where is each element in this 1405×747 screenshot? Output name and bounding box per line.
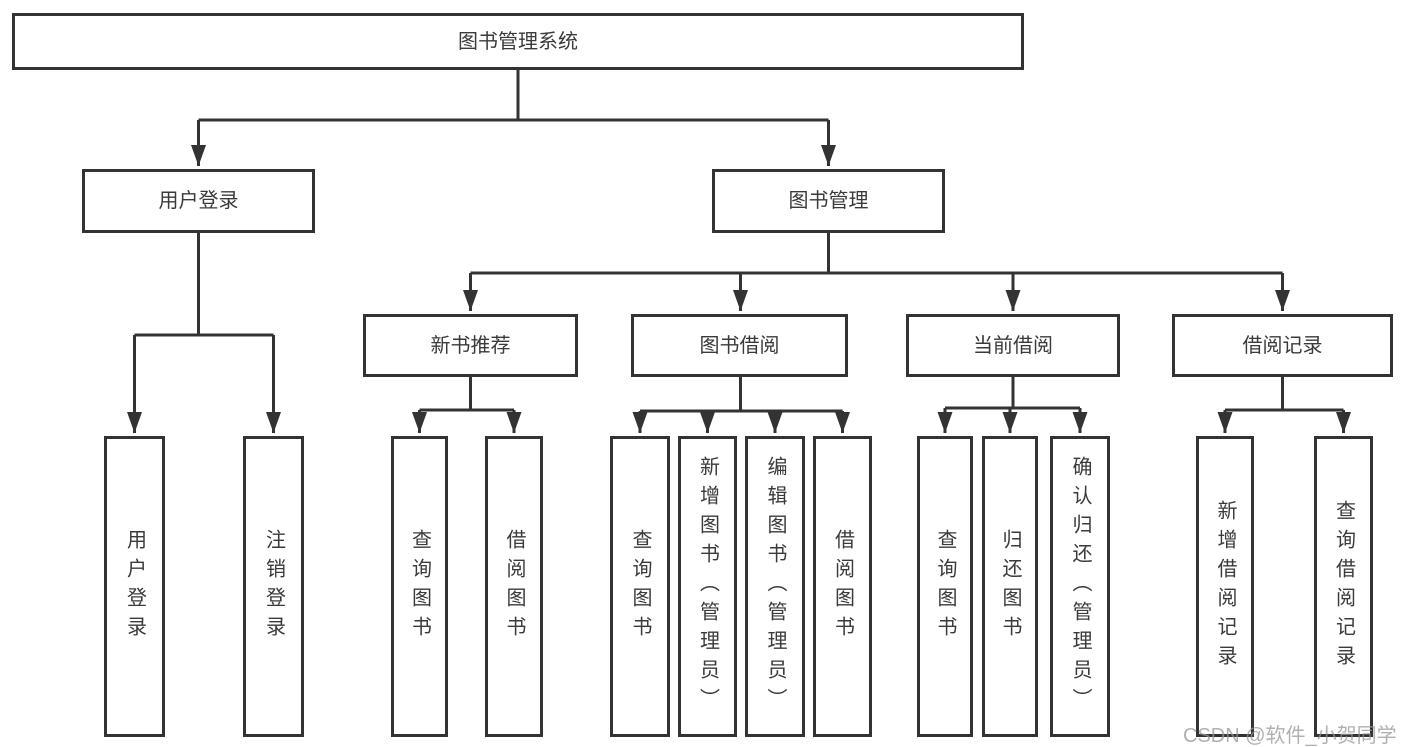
- leaf-label: 确认归还（管理员）: [1069, 456, 1091, 717]
- leaf-return-books: 归还图书: [982, 436, 1038, 737]
- leaf-edit-books-admin: 编辑图书（管理员）: [745, 436, 805, 737]
- node-new-book-recommend: 新书推荐: [363, 314, 578, 377]
- node-label: 用户登录: [158, 190, 239, 212]
- node-book-management: 图书管理: [712, 169, 945, 233]
- leaf-label: 查询图书: [934, 528, 956, 645]
- leaf-label: 查询借阅记录: [1332, 499, 1355, 674]
- node-root-library-system: 图书管理系统: [12, 13, 1024, 70]
- node-user-login: 用户登录: [82, 169, 315, 233]
- leaf-confirm-return-admin: 确认归还（管理员）: [1050, 436, 1110, 737]
- leaf-label: 查询图书: [629, 528, 651, 645]
- leaf-label: 注销登录: [262, 528, 285, 645]
- leaf-label: 新增图书（管理员）: [696, 456, 719, 717]
- leaf-add-books-admin: 新增图书（管理员）: [678, 436, 737, 737]
- leaf-label: 用户登录: [123, 528, 146, 645]
- leaf-add-borrow-record: 新增借阅记录: [1196, 436, 1254, 737]
- leaf-borrow-books-borrowing: 借阅图书: [813, 436, 872, 737]
- node-label: 借阅记录: [1242, 334, 1323, 357]
- leaf-label: 借阅图书: [503, 528, 525, 645]
- node-book-borrowing: 图书借阅: [631, 314, 848, 377]
- leaf-user-login: 用户登录: [104, 436, 165, 737]
- csdn-watermark: CSDN @软件_小贺同学: [1183, 725, 1397, 747]
- node-borrow-records: 借阅记录: [1172, 314, 1393, 377]
- leaf-query-borrow-record: 查询借阅记录: [1314, 436, 1373, 737]
- leaf-label: 编辑图书（管理员）: [764, 456, 786, 717]
- leaf-borrow-books-newrec: 借阅图书: [485, 436, 543, 737]
- node-current-borrowing: 当前借阅: [906, 314, 1120, 377]
- leaf-query-books-newrec: 查询图书: [391, 436, 448, 737]
- node-label: 图书管理系统: [458, 30, 578, 53]
- leaf-query-books-current: 查询图书: [917, 436, 973, 737]
- leaf-label: 归还图书: [999, 528, 1021, 645]
- leaf-label: 新增借阅记录: [1214, 499, 1236, 674]
- node-label: 图书管理: [788, 190, 869, 212]
- node-label: 图书借阅: [699, 334, 780, 357]
- leaf-query-books-borrowing: 查询图书: [610, 436, 670, 737]
- leaf-label: 借阅图书: [831, 528, 854, 645]
- leaf-label: 查询图书: [408, 528, 431, 645]
- node-label: 当前借阅: [973, 334, 1053, 357]
- leaf-logout-login: 注销登录: [243, 436, 304, 737]
- node-label: 新书推荐: [430, 334, 511, 357]
